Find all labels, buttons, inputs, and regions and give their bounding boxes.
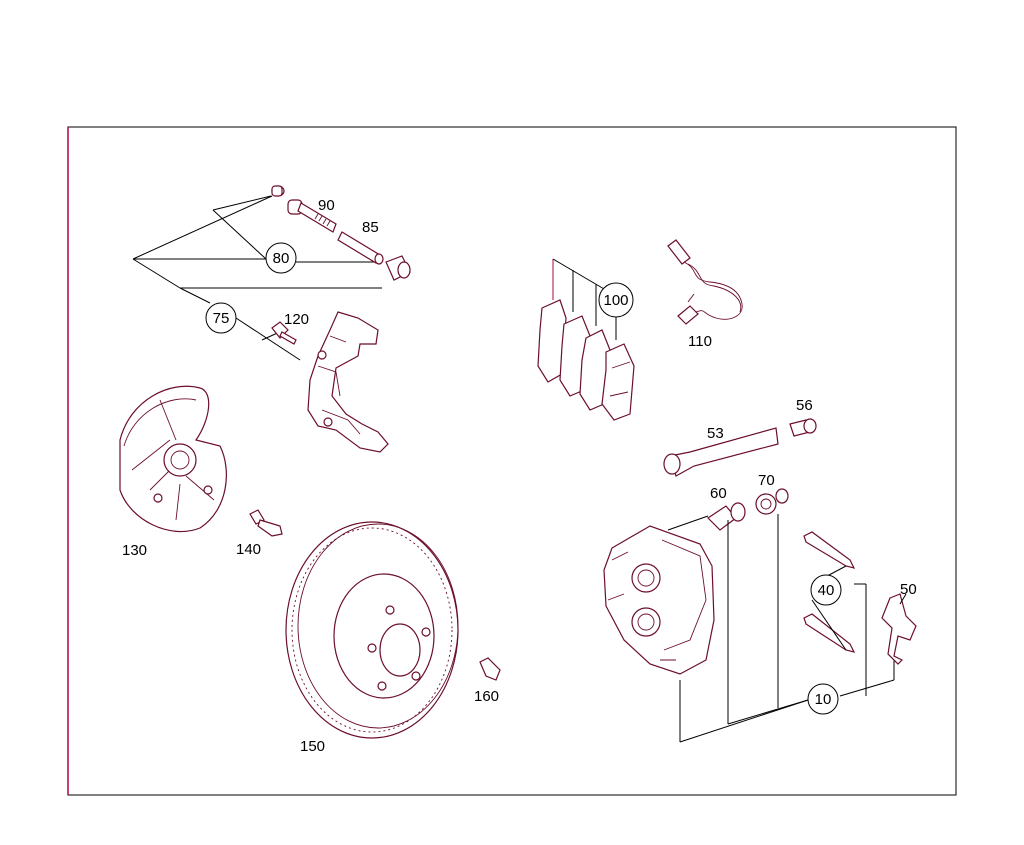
sleeve-85-part bbox=[337, 231, 384, 265]
dust-shield-130-part bbox=[119, 385, 227, 533]
label-140: 140 bbox=[236, 541, 261, 558]
callout-80: 80 bbox=[265, 242, 297, 274]
label-160: 160 bbox=[474, 688, 499, 705]
bolt-120-part bbox=[271, 321, 297, 345]
label-90: 90 bbox=[318, 197, 335, 214]
label-56: 56 bbox=[796, 397, 813, 414]
label-53: 53 bbox=[707, 425, 724, 442]
label-80: 80 bbox=[273, 250, 290, 267]
bolt-140-part bbox=[249, 509, 283, 537]
callout-10: 10 bbox=[807, 683, 839, 715]
bolt-160-part bbox=[479, 657, 501, 681]
pins-40-part bbox=[803, 531, 856, 653]
caliper-bracket-part bbox=[307, 311, 389, 453]
callout-40: 40 bbox=[810, 574, 842, 606]
leader-group-80 bbox=[132, 195, 382, 361]
brake-pads-100-part bbox=[537, 299, 635, 421]
bolt-53-part bbox=[663, 427, 779, 477]
label-60: 60 bbox=[710, 485, 727, 502]
label-150: 150 bbox=[300, 738, 325, 755]
label-70: 70 bbox=[758, 472, 775, 489]
screw-56-part bbox=[789, 418, 817, 437]
caliper-10-leaders bbox=[667, 514, 895, 743]
label-50: 50 bbox=[900, 581, 917, 598]
seal-70-part bbox=[755, 488, 789, 515]
bushing-80-part bbox=[385, 255, 411, 281]
brake-disc-150-part bbox=[285, 521, 459, 739]
callout-75: 75 bbox=[205, 302, 237, 334]
label-40: 40 bbox=[818, 582, 835, 599]
label-130: 130 bbox=[122, 542, 147, 559]
wear-sensor-110-part bbox=[667, 239, 743, 325]
bleeder-60-part bbox=[707, 502, 746, 531]
label-75: 75 bbox=[213, 310, 230, 327]
label-120: 120 bbox=[284, 311, 309, 328]
guide-bolt-90-part bbox=[287, 199, 337, 233]
label-10: 10 bbox=[815, 691, 832, 708]
spring-clip-50-part bbox=[881, 593, 917, 665]
label-110: 110 bbox=[688, 333, 712, 350]
label-85: 85 bbox=[362, 219, 379, 236]
caliper-10-part bbox=[603, 525, 715, 675]
callout-100: 100 bbox=[598, 282, 634, 318]
label-100: 100 bbox=[603, 292, 628, 309]
bolt-cap-part bbox=[271, 185, 285, 197]
